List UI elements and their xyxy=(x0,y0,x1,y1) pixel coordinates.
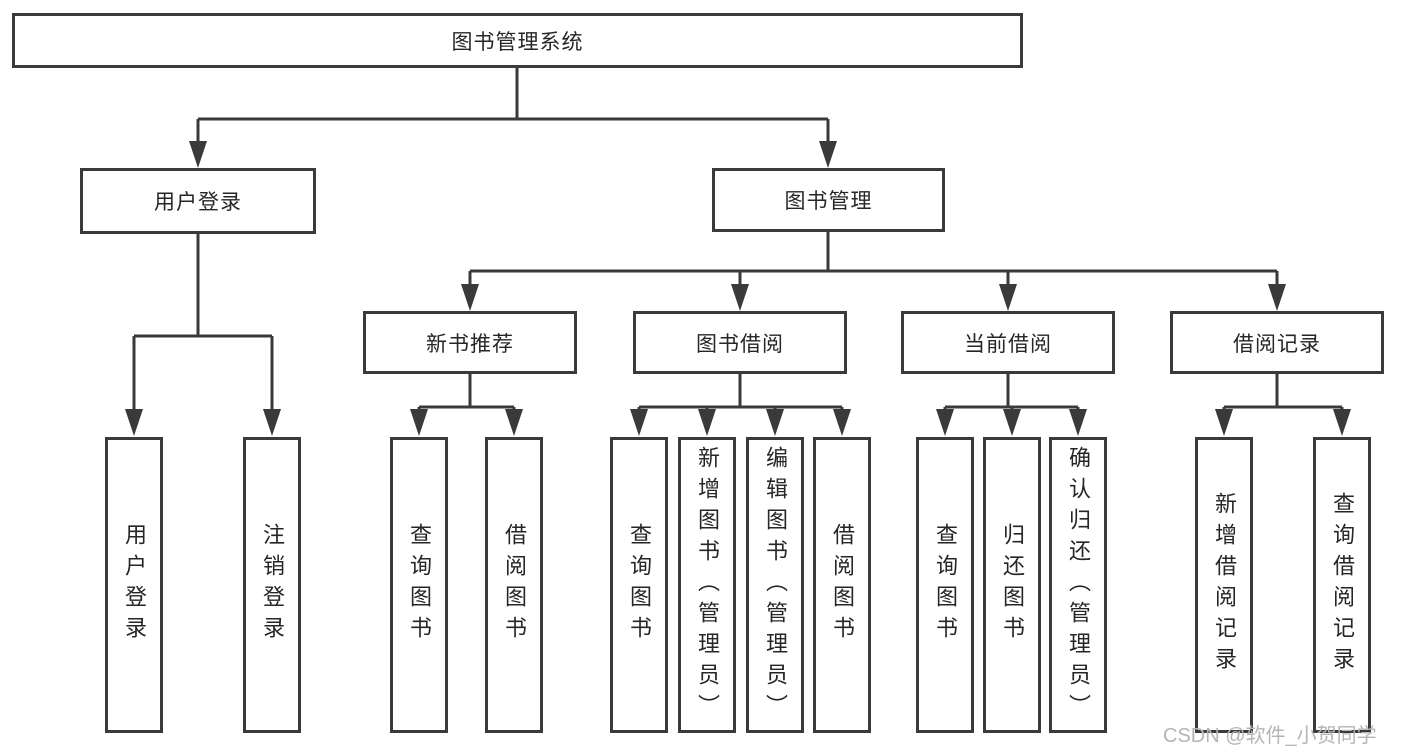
leaf-query-borrow-record: 查询借阅记录 xyxy=(1313,437,1371,733)
leaf-query-books-borrow: 查询图书 xyxy=(610,437,668,733)
leaf-logout: 注销登录 xyxy=(243,437,301,733)
leaf-confirm-return-admin: 确认归还（管理员） xyxy=(1049,437,1107,733)
node-new-book-recommend: 新书推荐 xyxy=(363,311,577,374)
leaf-borrow-books-recommend: 借阅图书 xyxy=(485,437,543,733)
root-node: 图书管理系统 xyxy=(12,13,1023,68)
node-book-borrow: 图书借阅 xyxy=(633,311,847,374)
leaf-add-book-admin: 新增图书（管理员） xyxy=(678,437,736,733)
leaf-return-book: 归还图书 xyxy=(983,437,1041,733)
node-borrow-records: 借阅记录 xyxy=(1170,311,1384,374)
leaf-user-login: 用户登录 xyxy=(105,437,163,733)
csdn-watermark: CSDN @软件_小贺同学 xyxy=(1163,725,1377,747)
arrowheads xyxy=(125,141,1351,436)
leaf-query-books-current: 查询图书 xyxy=(916,437,974,733)
leaf-borrow-books-borrow: 借阅图书 xyxy=(813,437,871,733)
leaf-query-books-recommend: 查询图书 xyxy=(390,437,448,733)
node-current-borrow: 当前借阅 xyxy=(901,311,1115,374)
node-book-management: 图书管理 xyxy=(712,168,945,232)
leaf-edit-book-admin: 编辑图书（管理员） xyxy=(746,437,804,733)
node-user-login: 用户登录 xyxy=(80,168,316,234)
leaf-add-borrow-record: 新增借阅记录 xyxy=(1195,437,1253,733)
